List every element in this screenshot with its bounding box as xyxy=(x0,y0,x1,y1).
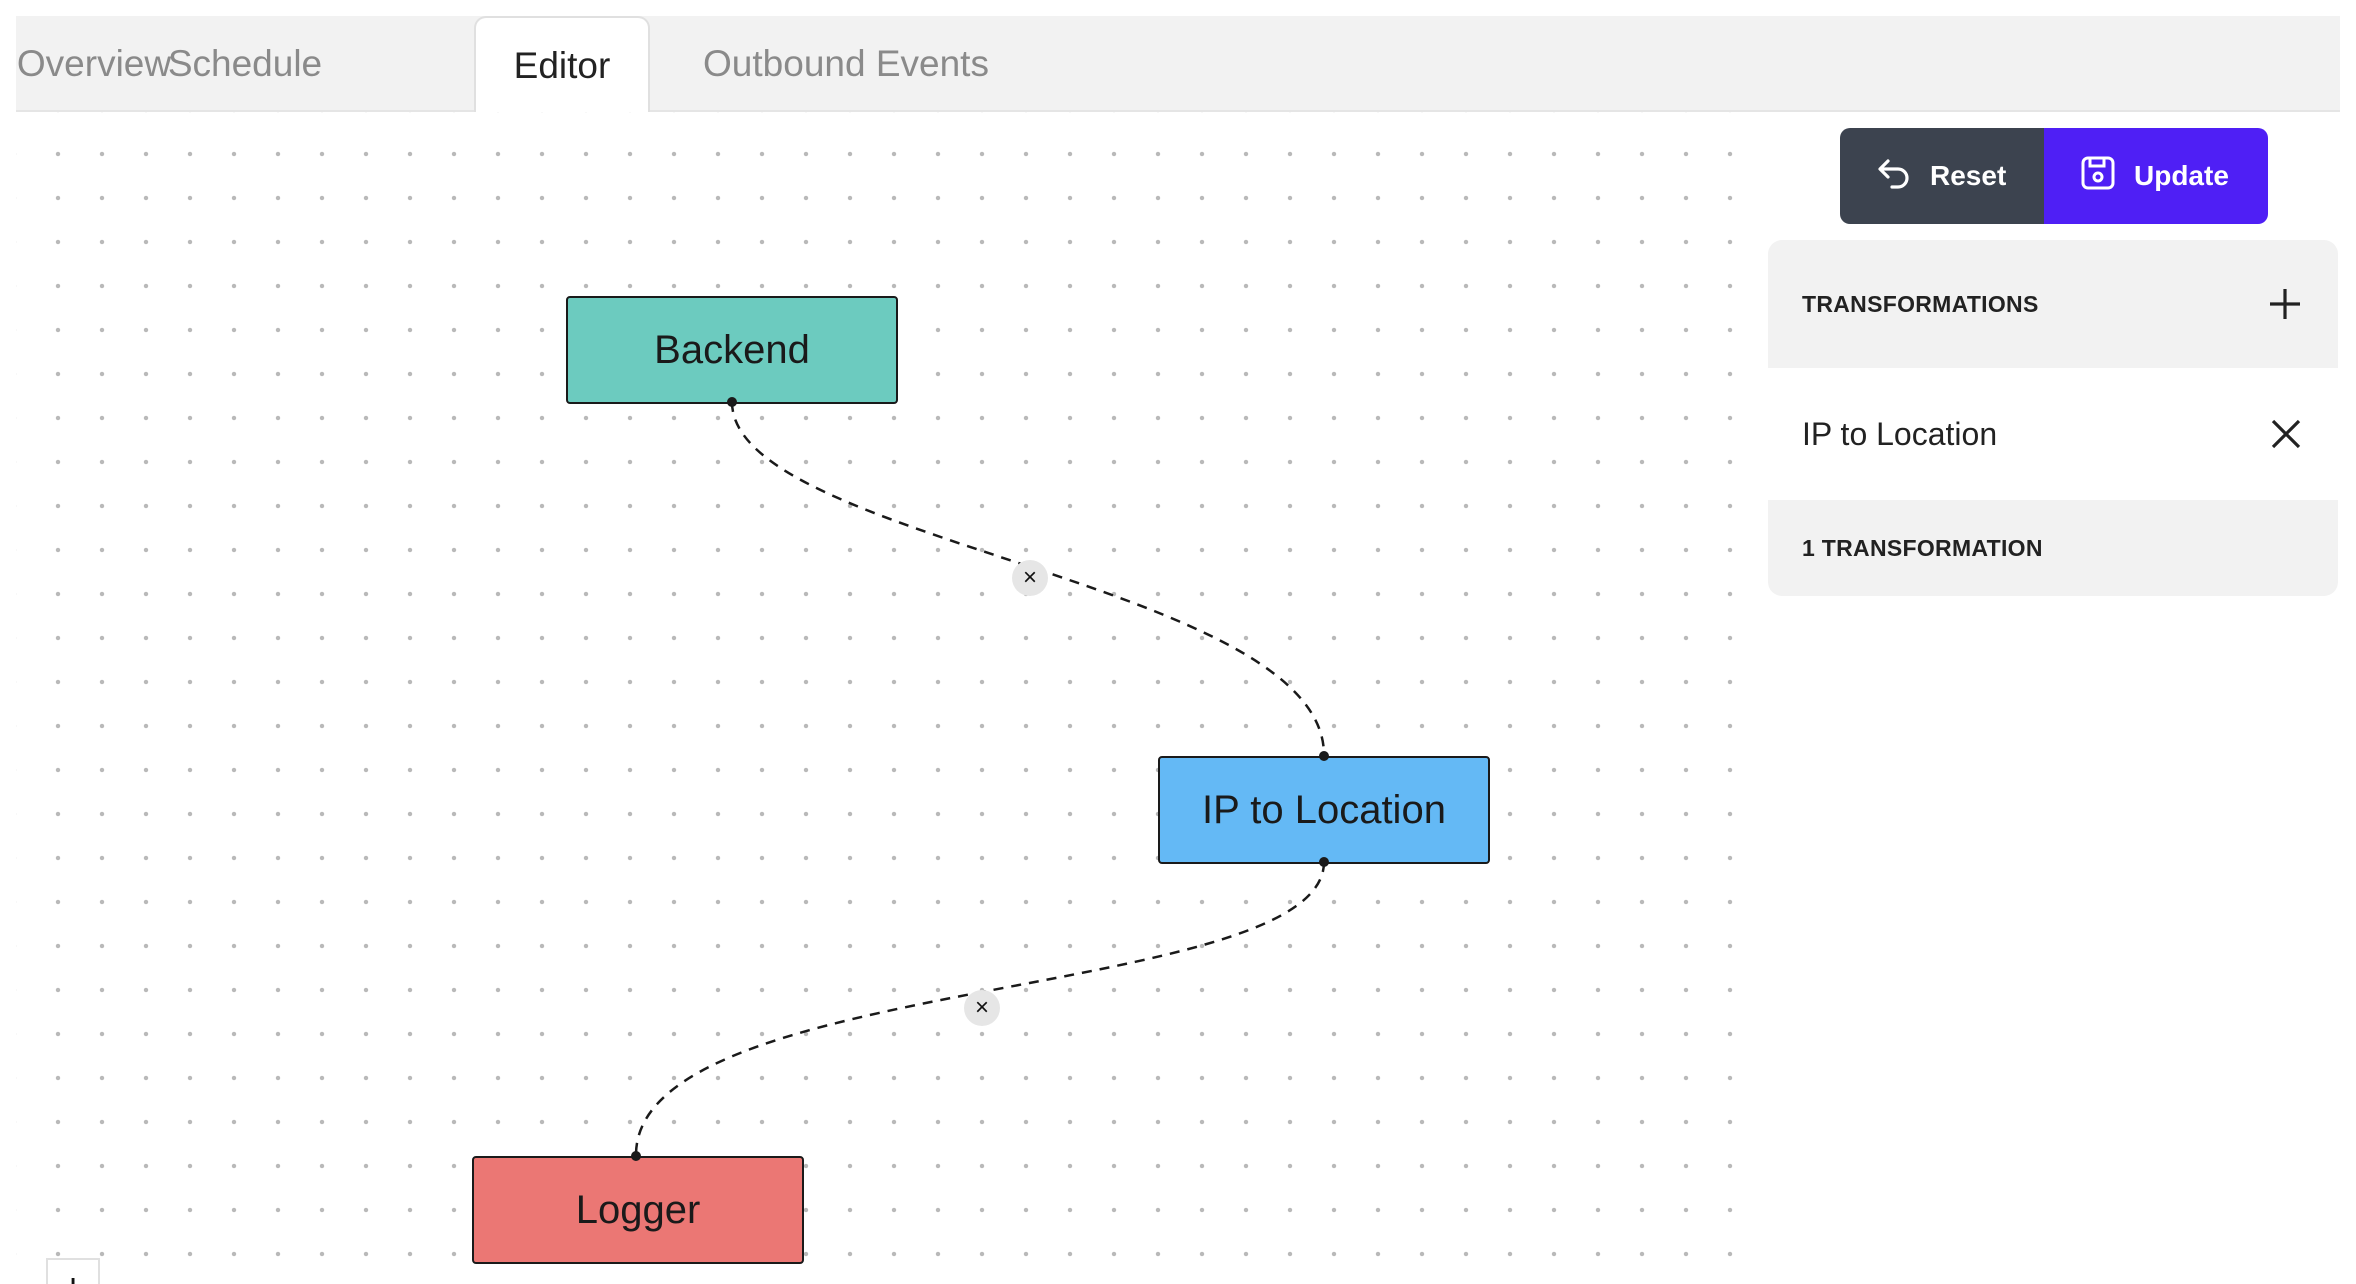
flow-canvas[interactable]: Backend IP to Location Logger × × + xyxy=(16,112,1752,1284)
backend-output-handle[interactable] xyxy=(727,397,737,407)
undo-icon xyxy=(1876,157,1912,196)
transformations-header: TRANSFORMATIONS xyxy=(1768,240,2338,368)
ip-to-location-output-handle[interactable] xyxy=(1319,857,1329,867)
logger-input-handle[interactable] xyxy=(631,1151,641,1161)
add-transformation-button[interactable] xyxy=(2268,287,2302,321)
save-icon xyxy=(2080,155,2116,198)
node-ip-to-location[interactable]: IP to Location xyxy=(1158,756,1490,864)
tab-editor[interactable]: Editor xyxy=(474,16,650,114)
close-icon xyxy=(2271,419,2301,449)
plus-icon xyxy=(2270,289,2300,319)
delete-edge-2-button[interactable]: × xyxy=(964,990,1000,1026)
delete-edge-1-button[interactable]: × xyxy=(1012,560,1048,596)
ip-to-location-input-handle[interactable] xyxy=(1319,751,1329,761)
transformation-count-label: 1 TRANSFORMATION xyxy=(1802,534,2043,561)
transformation-item[interactable]: IP to Location xyxy=(1768,368,2338,500)
transformations-title: TRANSFORMATIONS xyxy=(1802,290,2039,317)
zoom-in-button[interactable]: + xyxy=(46,1258,100,1284)
transformations-panel: TRANSFORMATIONS IP to Location 1 TRANSFO… xyxy=(1768,240,2338,596)
node-backend[interactable]: Backend xyxy=(566,296,898,404)
node-logger[interactable]: Logger xyxy=(472,1156,804,1264)
node-backend-label: Backend xyxy=(654,327,810,372)
tab-outbound-events[interactable]: Outbound Events xyxy=(703,43,989,84)
update-button[interactable]: Update xyxy=(2044,128,2268,224)
edge-layer xyxy=(634,401,1326,1156)
tab-bar: Overview Schedule Editor Outbound Events xyxy=(16,16,2340,114)
reset-label: Reset xyxy=(1930,160,2007,191)
tab-overview[interactable]: Overview xyxy=(16,43,172,84)
action-button-group: Reset Update xyxy=(1840,128,2268,224)
transformation-count: 1 TRANSFORMATION xyxy=(1768,500,2338,596)
transformation-item-label: IP to Location xyxy=(1802,415,1998,452)
reset-button[interactable]: Reset xyxy=(1840,128,2044,224)
node-ip-to-location-label: IP to Location xyxy=(1202,787,1446,832)
update-label: Update xyxy=(2134,160,2229,191)
tab-schedule[interactable]: Schedule xyxy=(167,43,323,84)
remove-transformation-button[interactable] xyxy=(2270,418,2302,450)
node-logger-label: Logger xyxy=(575,1187,701,1232)
